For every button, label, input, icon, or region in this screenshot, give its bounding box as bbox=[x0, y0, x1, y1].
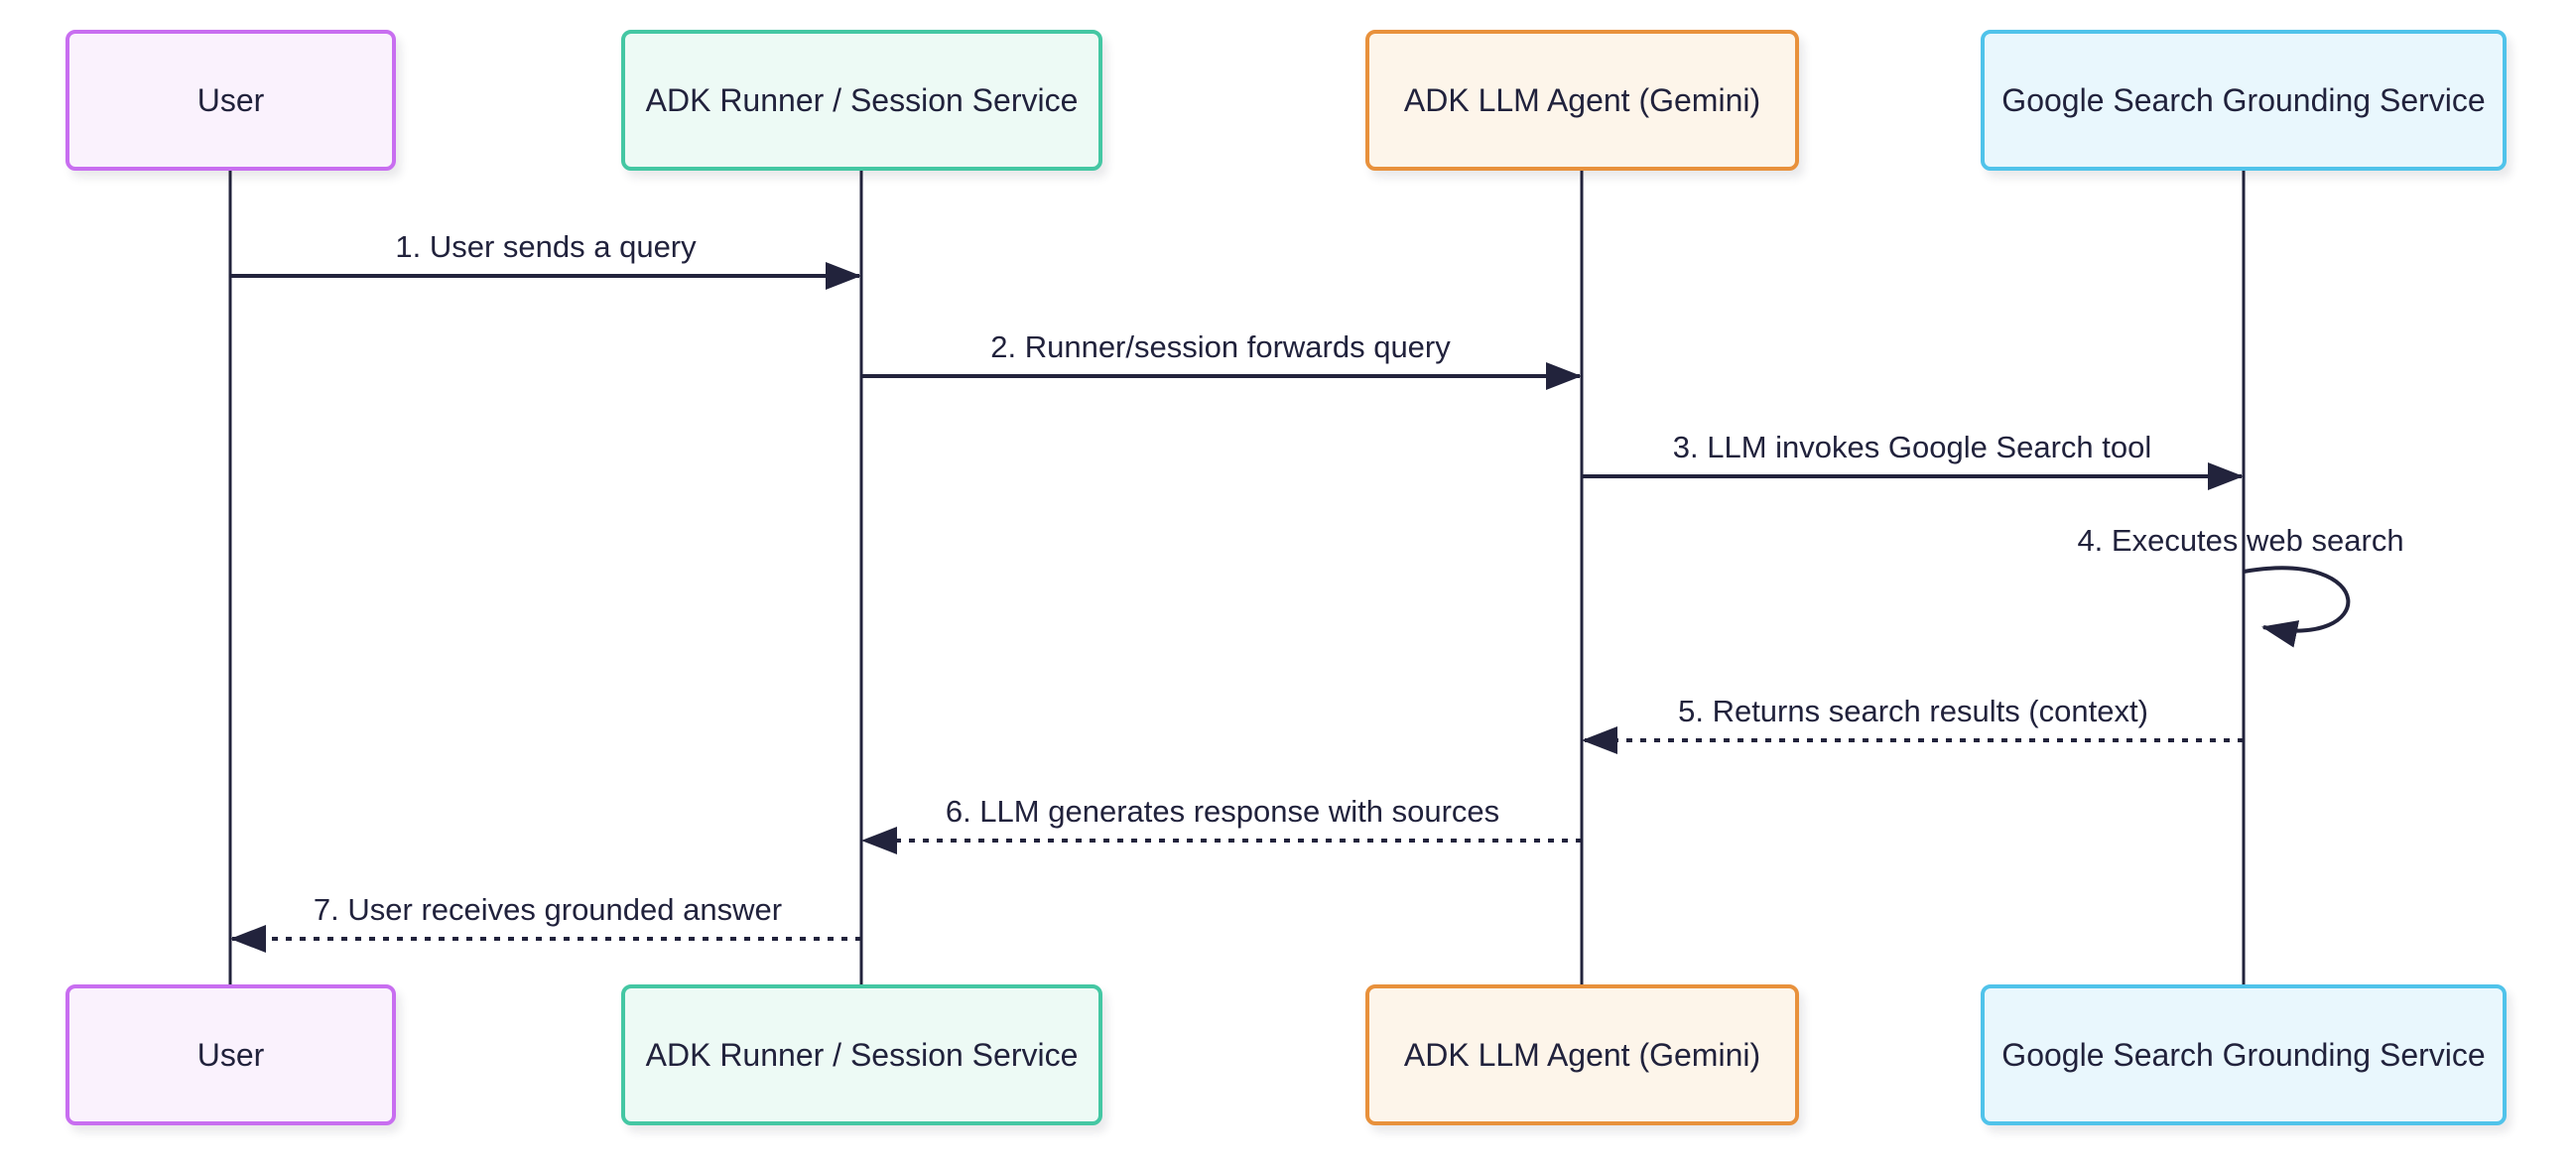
message-arrow-4-self-loop bbox=[2243, 566, 2351, 648]
message-label-3: 3. LLM invokes Google Search tool bbox=[1672, 430, 2152, 464]
participant-adk-llm-agent-label: ADK LLM Agent (Gemini) bbox=[1403, 81, 1761, 118]
message-label-2: 2. Runner/session forwards query bbox=[990, 329, 1451, 364]
message-label-4: 4. Executes web search bbox=[2077, 523, 2404, 558]
message-label-7: 7. User receives grounded answer bbox=[313, 892, 783, 927]
participant-adk-llm-agent-top: ADK LLM Agent (Gemini) bbox=[1365, 30, 1799, 171]
participant-user-bottom: User bbox=[65, 984, 396, 1125]
participant-adk-runner-label: ADK Runner / Session Service bbox=[645, 1036, 1079, 1073]
participant-user-top: User bbox=[65, 30, 396, 171]
message-label-5: 5. Returns search results (context) bbox=[1678, 694, 2148, 728]
participant-google-search-bottom: Google Search Grounding Service bbox=[1981, 984, 2507, 1125]
message-label-1: 1. User sends a query bbox=[395, 229, 697, 264]
participant-google-search-label: Google Search Grounding Service bbox=[2001, 81, 2486, 118]
participant-user-label: User bbox=[196, 1036, 265, 1073]
participant-user-label: User bbox=[196, 81, 265, 118]
participant-adk-runner-top: ADK Runner / Session Service bbox=[621, 30, 1102, 171]
participant-adk-runner-label: ADK Runner / Session Service bbox=[645, 81, 1079, 118]
participant-adk-llm-agent-bottom: ADK LLM Agent (Gemini) bbox=[1365, 984, 1799, 1125]
participant-adk-runner-bottom: ADK Runner / Session Service bbox=[621, 984, 1102, 1125]
participant-google-search-top: Google Search Grounding Service bbox=[1981, 30, 2507, 171]
participant-google-search-label: Google Search Grounding Service bbox=[2001, 1036, 2486, 1073]
participant-adk-llm-agent-label: ADK LLM Agent (Gemini) bbox=[1403, 1036, 1761, 1073]
message-label-6: 6. LLM generates response with sources bbox=[945, 794, 1500, 829]
